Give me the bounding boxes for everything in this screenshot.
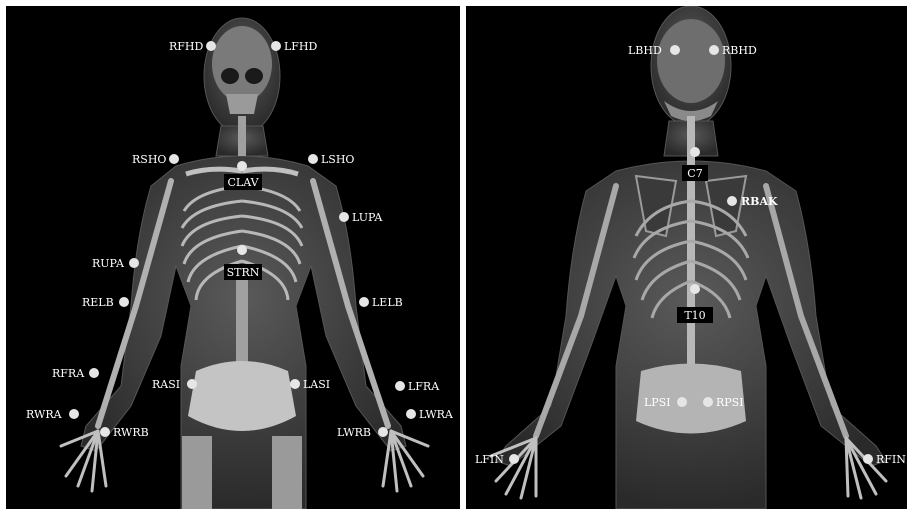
rwra-label: RWRA bbox=[26, 408, 63, 421]
lsho-label: LSHO bbox=[321, 153, 354, 166]
rwrb-marker bbox=[100, 427, 110, 437]
rwra-marker bbox=[69, 409, 79, 419]
rfra-marker bbox=[89, 368, 99, 378]
rpsi-marker bbox=[703, 397, 713, 407]
back-view-panel: LBHD RBHD C7 RBAK T10 LPSI RPSI LFIN RFI… bbox=[466, 6, 907, 509]
rasi-label: RASI bbox=[152, 378, 180, 391]
lasi-marker bbox=[290, 379, 300, 389]
c7-marker bbox=[690, 147, 700, 157]
back-skeleton-figure: LBHD RBHD C7 RBAK T10 LPSI RPSI LFIN RFI… bbox=[466, 6, 907, 509]
lelb-marker bbox=[359, 297, 369, 307]
lfhd-marker bbox=[271, 41, 281, 51]
relb-marker bbox=[119, 297, 129, 307]
lwra-label: LWRA bbox=[419, 408, 454, 421]
strn-label: STRN bbox=[227, 266, 260, 279]
rpsi-label: RPSI bbox=[716, 396, 744, 409]
rsho-marker bbox=[169, 154, 179, 164]
c7-label: C7 bbox=[687, 167, 702, 180]
rwrb-label: RWRB bbox=[113, 426, 149, 439]
rupa-marker bbox=[129, 258, 139, 268]
lfin-label: LFIN bbox=[475, 453, 504, 466]
clav-marker bbox=[237, 161, 247, 171]
lelb-label: LELB bbox=[372, 296, 403, 309]
rfra-label: RFRA bbox=[52, 367, 85, 380]
lwrb-label: LWRB bbox=[337, 426, 371, 439]
rfin-label: RFIN bbox=[876, 453, 906, 466]
lfra-marker bbox=[395, 381, 405, 391]
t10-marker bbox=[690, 284, 700, 294]
lpsi-marker bbox=[677, 397, 687, 407]
rfhd-label: RFHD bbox=[169, 40, 204, 53]
clav-label: CLAV bbox=[227, 176, 259, 189]
lfhd-label: LFHD bbox=[284, 40, 318, 53]
lbhd-label: LBHD bbox=[628, 44, 662, 57]
lasi-label: LASI bbox=[303, 378, 330, 391]
lfin-marker bbox=[509, 454, 519, 464]
lwra-marker bbox=[406, 409, 416, 419]
rupa-label: RUPA bbox=[92, 257, 125, 270]
rbhd-marker bbox=[709, 45, 719, 55]
rbak-marker bbox=[727, 196, 737, 206]
lbhd-marker bbox=[670, 45, 680, 55]
back-skull bbox=[657, 19, 725, 103]
rfin-marker bbox=[863, 454, 873, 464]
rbhd-label: RBHD bbox=[722, 44, 757, 57]
rsho-label: RSHO bbox=[132, 153, 166, 166]
lwrb-marker bbox=[378, 427, 388, 437]
rfhd-marker bbox=[206, 41, 216, 51]
front-skeleton-figure: RFHD LFHD RSHO LSHO CLAV LUPA STRN RUPA … bbox=[6, 6, 460, 509]
rasi-marker bbox=[187, 379, 197, 389]
rbak-label: RBAK bbox=[741, 195, 778, 208]
t10-label: T10 bbox=[684, 309, 705, 322]
lsho-marker bbox=[308, 154, 318, 164]
lupa-label: LUPA bbox=[352, 211, 383, 224]
strn-marker bbox=[237, 245, 247, 255]
lupa-marker bbox=[339, 212, 349, 222]
lfra-label: LFRA bbox=[408, 380, 440, 393]
front-view-panel: RFHD LFHD RSHO LSHO CLAV LUPA STRN RUPA … bbox=[6, 6, 460, 509]
lpsi-label: LPSI bbox=[644, 396, 671, 409]
relb-label: RELB bbox=[82, 296, 114, 309]
